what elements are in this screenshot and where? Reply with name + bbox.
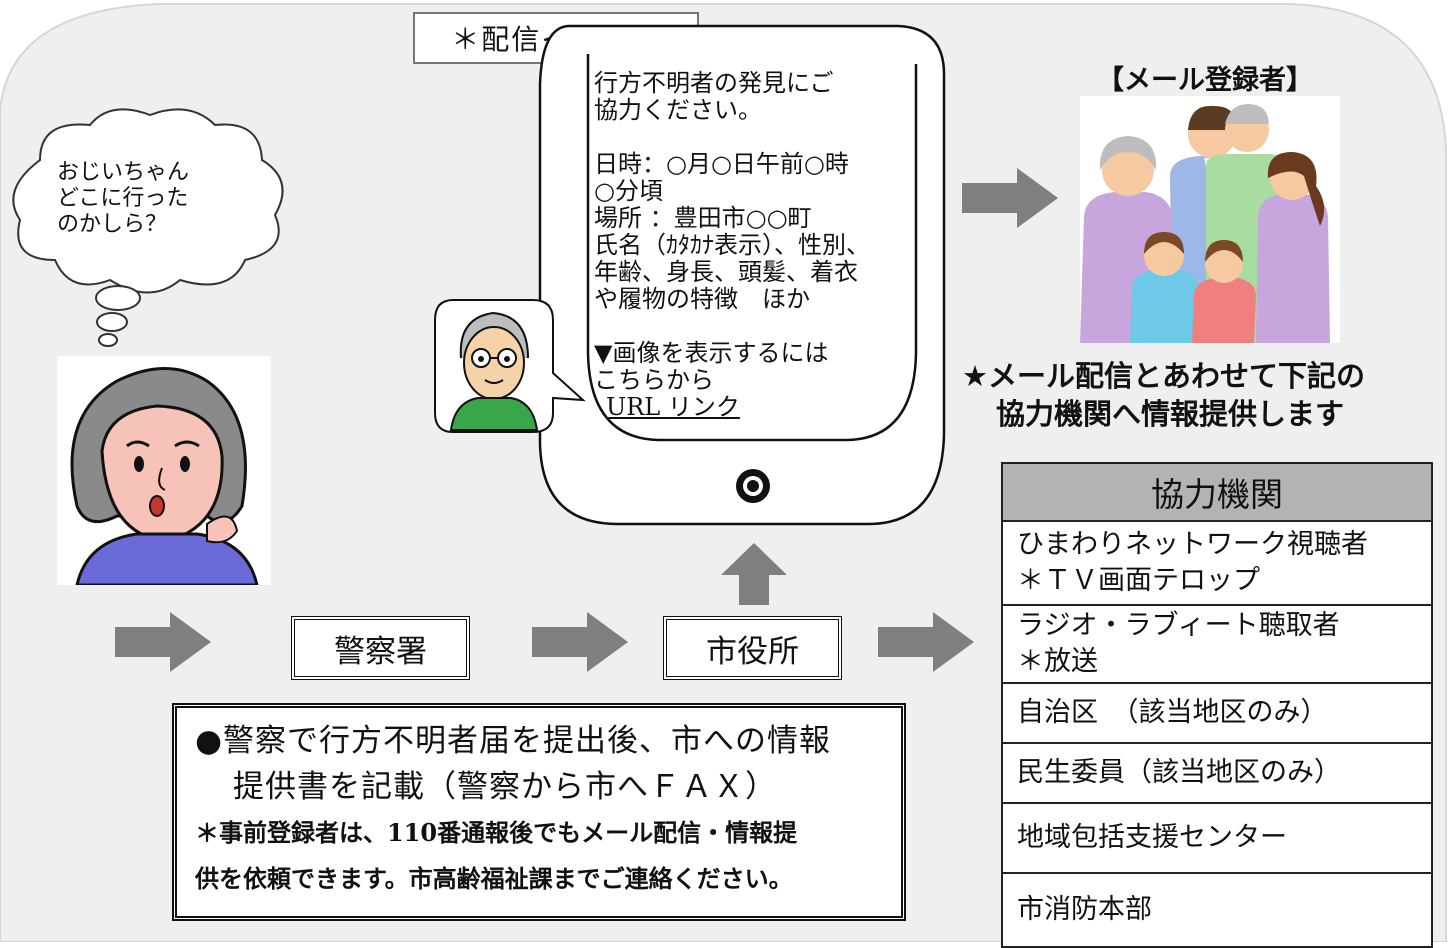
family-illustration (1080, 96, 1340, 343)
smartphone-frame (538, 24, 946, 526)
notice-note: 供を依頼できます。市高齢福祉課までご連絡ください。 (195, 864, 793, 893)
notice-line: 提供書を記載（警察から市へＦＡＸ） (233, 769, 777, 805)
row-label: 民生委員（該当地区のみ） (1017, 757, 1341, 788)
row-label: 地域包括支援センター (1017, 822, 1287, 853)
message-line: 日時：○月○日午前○時 (594, 150, 849, 178)
info-provision-note: ★メール配信とあわせて下記の 協力機関へ情報提供します (962, 357, 1442, 433)
row-label: ひまわりネットワーク視聴者 (1017, 529, 1368, 560)
notice-line: ●警察で行方不明者届を提出後、市への情報 (195, 723, 832, 759)
message-line: ▼画像を表示するには (594, 339, 829, 367)
message-line: 氏名（ｶﾀｶﾅ表示）、性別、 (594, 231, 870, 259)
police-station-box: 警察署 (291, 616, 470, 680)
mail-registrants-title: 【メール登録者】 (1097, 65, 1313, 96)
message-line: こちらから (594, 366, 714, 394)
thought-bubble-text: おじいちゃん どこに行った のかしら？ (57, 160, 257, 238)
up-arrow-icon (721, 543, 787, 605)
thought-bubble (12, 108, 284, 347)
message-line: 年齢、身長、頭髪、着衣 (594, 258, 858, 286)
right-arrow-icon (115, 612, 211, 672)
row-label: ラジオ・ラブィート聴取者 (1017, 610, 1340, 641)
city-hall-box: 市役所 (663, 616, 842, 680)
worried-grandmother-illustration (57, 356, 271, 585)
missing-grandfather-bubble (434, 299, 586, 433)
row-sublabel: ＊放送 (1017, 646, 1098, 677)
note-line: ★メール配信とあわせて下記の (962, 359, 1365, 393)
right-arrow-icon (962, 168, 1058, 228)
note-line: 協力機関へ情報提供します (996, 397, 1345, 431)
bubble-line: おじいちゃん (57, 160, 190, 185)
bubble-line: どこに行った (57, 186, 189, 211)
row-sublabel: ＊ＴＶ画面テロップ (1017, 565, 1260, 596)
table-header: 協力機関 (1003, 464, 1431, 522)
message-line: 協力ください。 (594, 96, 762, 124)
table-row: ひまわりネットワーク視聴者 ＊ＴＶ画面テロップ (1003, 522, 1431, 606)
message-line: 場所 ：豊田市○○町 (594, 204, 812, 232)
message-line: ○分頃 (594, 177, 663, 205)
right-arrow-icon (878, 612, 974, 672)
table-row: 民生委員（該当地区のみ） (1003, 744, 1431, 804)
url-link[interactable]: URL リンク (606, 393, 740, 421)
cooperating-organizations-table: 協力機関 ひまわりネットワーク視聴者 ＊ＴＶ画面テロップ ラジオ・ラブィート聴取… (1001, 462, 1433, 948)
notice-note: ＊事前登録者は、110番通報後でもメール配信・情報提 (195, 818, 798, 847)
right-arrow-icon (532, 612, 628, 672)
message-line: 行方不明者の発見にご (594, 69, 834, 97)
row-label: 市消防本部 (1017, 894, 1152, 925)
mail-message: 行方不明者の発見にご 協力ください。 日時：○月○日午前○時 ○分頃 場所 ：豊… (594, 70, 904, 421)
table-row: ラジオ・ラブィート聴取者 ＊放送 (1003, 606, 1431, 684)
table-row: 地域包括支援センター (1003, 804, 1431, 874)
procedure-notice: ●警察で行方不明者届を提出後、市への情報 提供書を記載（警察から市へＦＡＸ） ＊… (172, 703, 906, 921)
table-row: 市消防本部 (1003, 874, 1431, 946)
row-label: 自治区 （該当地区のみ） (1017, 697, 1328, 728)
table-row: 自治区 （該当地区のみ） (1003, 684, 1431, 744)
message-line: や履物の特徴 ほか (594, 285, 810, 313)
bubble-line: のかしら？ (57, 212, 168, 237)
